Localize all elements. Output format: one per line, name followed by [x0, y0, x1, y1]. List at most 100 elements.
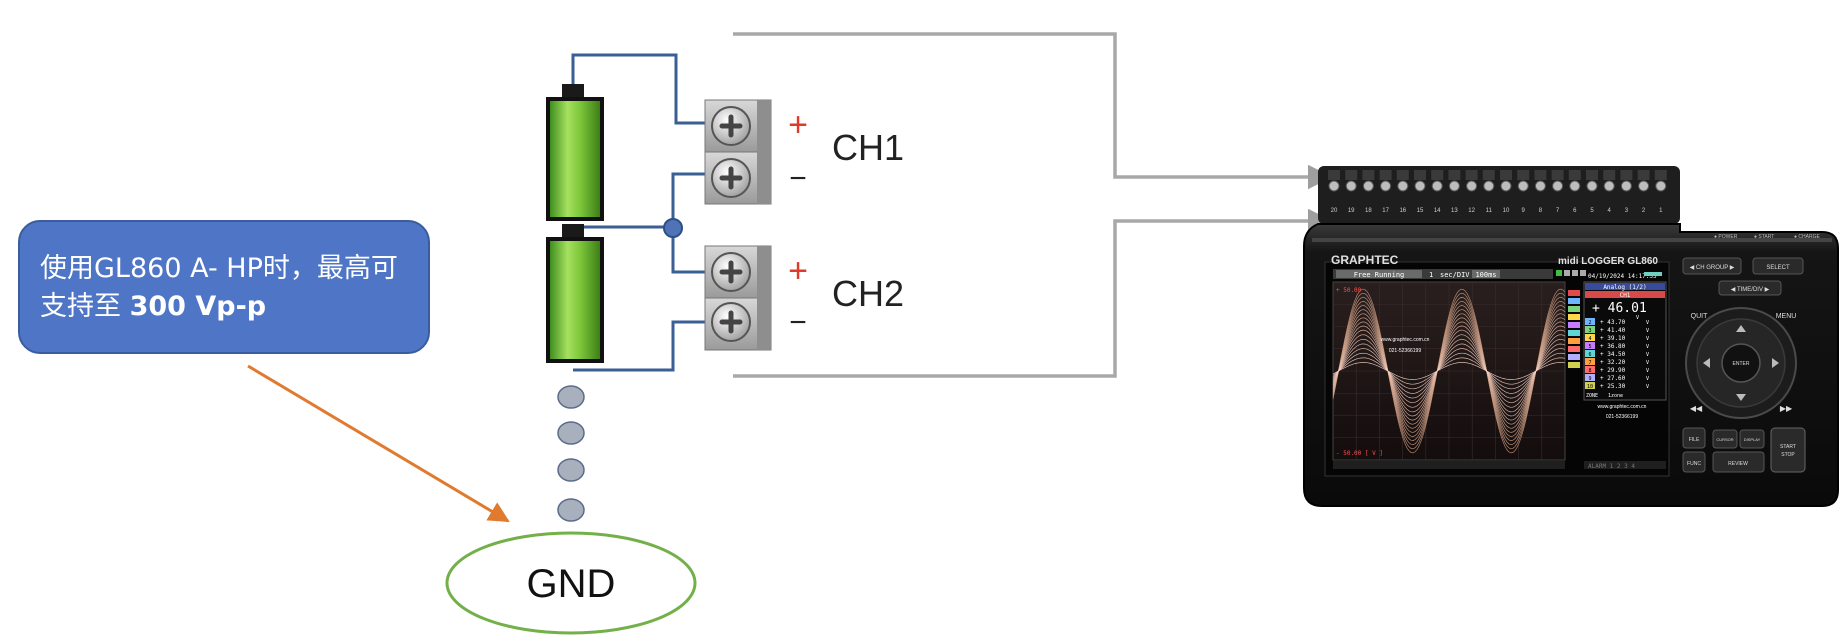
svg-text:◀ TIME/DIV ▶: ◀ TIME/DIV ▶ [1731, 287, 1770, 293]
waveform-trace [1332, 317, 1566, 425]
screw-icon [711, 106, 751, 146]
status-led-label: ● START [1754, 234, 1774, 240]
rewind-button[interactable]: ◀◀ [1690, 404, 1703, 413]
watermark-url: www.graphtec.com.cn [1381, 337, 1430, 343]
channel-color-chip [1568, 346, 1580, 352]
terminal-screw: 2 [1637, 170, 1650, 214]
svg-text:FILE: FILE [1689, 437, 1700, 443]
review-button[interactable]: REVIEW [1712, 451, 1765, 473]
waveform-trace [1332, 325, 1566, 417]
callout-line-2-prefix: 支持至 [40, 291, 130, 322]
reading-value: + 36.80 [1600, 343, 1626, 350]
enter-button[interactable]: ENTER [1721, 343, 1761, 383]
channel-color-chip [1568, 362, 1580, 368]
file-button[interactable]: FILE [1682, 427, 1706, 449]
time-div-button[interactable]: ◀ TIME/DIV ▶ [1718, 280, 1782, 296]
terminal-screw: 12 [1465, 170, 1478, 214]
ch-group-button[interactable]: ◀ CH GROUP ▶ [1682, 257, 1742, 275]
svg-text:SELECT: SELECT [1766, 265, 1790, 271]
waveform-trace [1332, 305, 1566, 437]
readings-panel [1583, 281, 1667, 401]
gnd-label: GND [527, 562, 616, 606]
start-stop-button[interactable]: START STOP [1770, 427, 1806, 473]
waveform-trace [1332, 321, 1566, 421]
reading-value: + 39.10 [1600, 335, 1626, 342]
screen-timebase-unit: sec/DIV [1440, 271, 1470, 279]
terminal-number: 5 [1590, 208, 1594, 214]
reading-unit: V [1646, 368, 1649, 374]
waveform-traces [1332, 288, 1566, 454]
func-button[interactable]: FUNC [1682, 451, 1706, 473]
cursor-button[interactable]: CURSOR [1712, 429, 1738, 449]
channel-color-chip [1568, 330, 1580, 336]
waveform-trace [1332, 357, 1566, 385]
channel-color-chip [1568, 338, 1580, 344]
terminal-number: 11 [1486, 208, 1493, 214]
device-model: midi LOGGER GL860 [1558, 256, 1658, 267]
status-led-label: ● POWER [1714, 234, 1738, 240]
svg-text:ENTER: ENTER [1733, 361, 1750, 367]
waveform-trace [1332, 313, 1566, 429]
zone-value: 1zone [1608, 393, 1623, 399]
waveform-trace [1332, 309, 1566, 433]
terminal-number: 10 [1503, 208, 1510, 214]
reading-value: + 34.50 [1600, 351, 1626, 358]
reading-value: + 29.90 [1600, 367, 1626, 374]
quit-button[interactable]: QUIT [1691, 313, 1708, 320]
terminal-number: 4 [1608, 208, 1612, 214]
svg-text:STOP: STOP [1781, 452, 1795, 458]
terminal-screw: 6 [1568, 170, 1581, 214]
terminal-number: 2 [1642, 208, 1646, 214]
waveform-trace [1332, 329, 1566, 413]
reading-channel: 2 [1588, 320, 1591, 326]
reading-channel: 5 [1588, 344, 1591, 350]
battery-bottom [546, 224, 604, 363]
waveform-grid [1333, 282, 1565, 460]
terminal-screw: 17 [1379, 170, 1392, 214]
reading-channel: 8 [1588, 368, 1591, 374]
svg-text:◀ CH GROUP ▶: ◀ CH GROUP ▶ [1690, 265, 1735, 271]
screen-status: Free Running [1354, 271, 1405, 279]
display-button[interactable]: DISPLAY [1739, 429, 1765, 449]
blue-wiring [571, 53, 706, 372]
junction-node [663, 218, 683, 238]
panel-channel: CH1 [1620, 292, 1631, 299]
terminal-screw: 5 [1586, 170, 1598, 214]
reading-unit: V [1646, 328, 1649, 334]
panel-watermark-phone: 021-52366199 [1606, 414, 1638, 420]
terminal-screw: 1 [1654, 170, 1667, 214]
fast-forward-button[interactable]: ▶▶ [1780, 404, 1793, 413]
panel-title: Analog (1/2) [1603, 284, 1646, 291]
alarm-label: ALARM 1 2 3 4 [1588, 463, 1635, 470]
device-brand: GRAPHTEC [1331, 253, 1399, 267]
waveform-trace [1332, 352, 1566, 390]
ch1-plus-sign: + [788, 106, 808, 144]
screen-timebase-num: 1 [1429, 271, 1433, 279]
watermark-phone: 021-52366199 [1389, 348, 1421, 354]
reading-unit: V [1646, 376, 1649, 382]
reading-channel: 6 [1588, 352, 1591, 358]
ch1-minus-sign: − [789, 162, 807, 195]
ch2-minus-sign: − [789, 306, 807, 339]
terminal-screw: 11 [1482, 170, 1495, 214]
callout-voltage: 300 Vp-p [129, 291, 267, 322]
waveform-trace [1332, 348, 1566, 394]
d-pad[interactable] [1685, 307, 1797, 419]
reading-channel: 4 [1588, 336, 1591, 342]
waveform-trace [1332, 362, 1566, 380]
select-button[interactable]: SELECT [1752, 257, 1804, 275]
reading-value: + 32.20 [1600, 359, 1626, 366]
reading-value: + 41.40 [1600, 327, 1626, 334]
menu-button[interactable]: MENU [1776, 313, 1797, 320]
waveform-trace [1332, 301, 1566, 441]
orange-arrow [247, 364, 510, 523]
terminal-number: 19 [1348, 208, 1355, 214]
